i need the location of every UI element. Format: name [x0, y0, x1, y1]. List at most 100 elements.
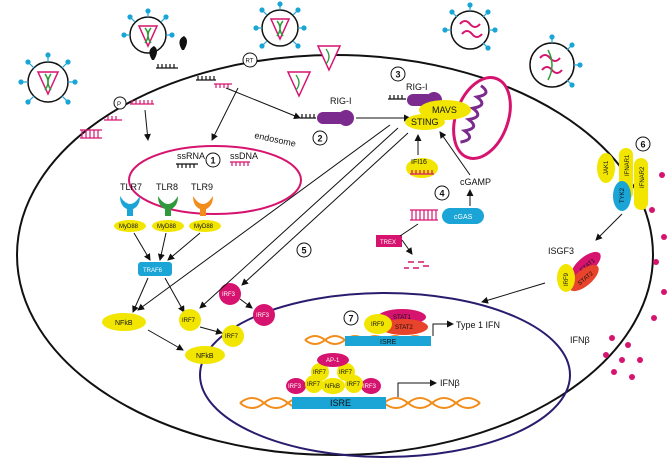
- nfkb-lower-label: NFkB: [325, 384, 340, 390]
- irf7-cytoplasm: [179, 309, 201, 331]
- arrow-cgamp-sting: [439, 131, 471, 176]
- cgas-box: [442, 208, 484, 224]
- arrow-sting-nfkb: [137, 124, 391, 311]
- degraded-dna: [404, 261, 429, 269]
- tyk2-protein: [613, 181, 631, 211]
- virus-particle-1: [18, 52, 78, 105]
- rigi-body: [317, 112, 345, 124]
- step-4-marker: [434, 185, 450, 201]
- irf3-nuclear-label: IRF3: [256, 313, 270, 319]
- irf7-lower-right-label: IRF7: [347, 382, 361, 388]
- ssrna-icon: [176, 163, 198, 168]
- irf7-lower-upper-left: [311, 363, 329, 381]
- virus-particle-2: [121, 8, 175, 54]
- step-1-marker: [205, 152, 221, 168]
- ifnb-secreted-dots: [603, 335, 643, 380]
- rt-circle: [242, 52, 258, 68]
- arrow-sting-irf7: [199, 127, 399, 309]
- tlr7-stem: [127, 206, 133, 216]
- step-2-marker: [312, 130, 328, 146]
- arrow-type1ifn-transcription: [432, 320, 454, 336]
- isre-lower-label: ISRE: [330, 398, 351, 408]
- tlr9-receptor: [193, 196, 213, 210]
- step-5-marker: [296, 242, 312, 258]
- cgas-dna: [410, 209, 438, 221]
- traf6-box: [138, 262, 172, 276]
- arrow-myd88-1-traf6: [133, 232, 151, 261]
- ifnb-extracellular-dots: [649, 172, 667, 321]
- ifnar2-receptor: [634, 158, 648, 210]
- step-7-number: 7: [349, 314, 354, 324]
- ifnar1-label: IFNAR1: [625, 154, 631, 176]
- nfkb-translocating: [185, 346, 225, 364]
- nfkb-lower: [321, 378, 345, 394]
- irf3-lower-left-label: IRF3: [288, 384, 302, 390]
- step-3-number: 3: [396, 70, 401, 80]
- stat2-upper-label: STAT2: [395, 325, 413, 331]
- arrow-nfkb-translocation: [147, 329, 184, 351]
- type1ifn-label: Type 1 IFN: [456, 320, 500, 330]
- stat2-upper: [380, 319, 428, 335]
- sting-label: STING: [411, 117, 439, 127]
- arrow-p-to-endosome: [143, 109, 151, 141]
- dsrna-fragment-left: [80, 129, 102, 139]
- ifnar2-label: IFNAR2: [640, 166, 646, 188]
- irf7-cytoplasm-label: IRF7: [182, 318, 196, 324]
- irf3-lower-right-label: IRF3: [363, 384, 377, 390]
- nfkb-cytoplasm-label: NFkB: [115, 320, 133, 327]
- jak1-label: JAK1: [604, 160, 610, 175]
- traf6-label: TRAF6: [143, 268, 163, 274]
- surface-receptor-left: [149, 46, 157, 60]
- ifi16-dna: [410, 170, 434, 175]
- arrow-cgasdna-trex: [399, 223, 419, 237]
- virus-particle-5: [529, 34, 583, 88]
- virus-particle-4: [442, 2, 498, 51]
- step-6-number: 6: [641, 140, 646, 150]
- jak1-protein: [597, 153, 615, 183]
- surface-receptor-right: [179, 36, 187, 50]
- phosphate-circle: [113, 96, 127, 110]
- isgf3-irf9: [557, 264, 575, 292]
- arrow-isgf3-nucleus: [481, 282, 546, 304]
- step-6-marker: [635, 136, 651, 152]
- isgf3-irf9-label: IRF9: [564, 272, 570, 286]
- rigi-rna: [300, 114, 316, 119]
- trex-box: [376, 235, 402, 247]
- arrow-myd88-3-traf6: [167, 232, 201, 261]
- isgf3-stat2: [569, 264, 599, 292]
- tlr8-receptor: [158, 196, 178, 210]
- ssdna-icon: [230, 161, 250, 166]
- nucleus: [199, 292, 571, 458]
- step-7-marker: [343, 310, 359, 326]
- tlr7-receptor: [120, 196, 140, 210]
- myd88-1: [114, 220, 146, 232]
- tlr8-label: TLR8: [156, 182, 178, 192]
- ssdna-label: ssDNA: [230, 151, 258, 161]
- tlr8-stem: [165, 206, 171, 216]
- tlr9-label: TLR9: [191, 182, 213, 192]
- stat1-upper-label: STAT1: [393, 315, 411, 321]
- rigi-head: [338, 110, 354, 126]
- rna-fragment-top-2: [196, 76, 216, 81]
- endosome-label: endosome: [254, 130, 297, 149]
- ifnb-extracellular-label: IFNβ: [570, 335, 590, 345]
- arrow-traf6-irf7: [164, 277, 185, 313]
- isgf3-stat1: [571, 251, 601, 279]
- irf9-upper-label: IRF9: [371, 322, 385, 328]
- myd88-3: [189, 220, 221, 232]
- rt-label: RT: [246, 59, 254, 65]
- rigi-mavs-rna: [388, 95, 406, 100]
- step-3-marker: [390, 66, 406, 82]
- step-4-number: 4: [440, 189, 445, 199]
- tlr9-stem: [200, 206, 206, 216]
- myd88-2-label: MyD88: [157, 224, 177, 230]
- arrow-ifnb-transcription: [397, 379, 437, 397]
- cgamp-label: cGAMP: [460, 177, 491, 187]
- ifi16-protein: [406, 158, 438, 178]
- step-2-number: 2: [318, 134, 323, 144]
- irf7-lower-upper-left-label: IRF7: [313, 370, 327, 376]
- ifnb-nucleus-label: IFNβ: [440, 378, 460, 388]
- mitochondrion-cristae: [460, 84, 488, 144]
- myd88-1-label: MyD88: [119, 224, 139, 230]
